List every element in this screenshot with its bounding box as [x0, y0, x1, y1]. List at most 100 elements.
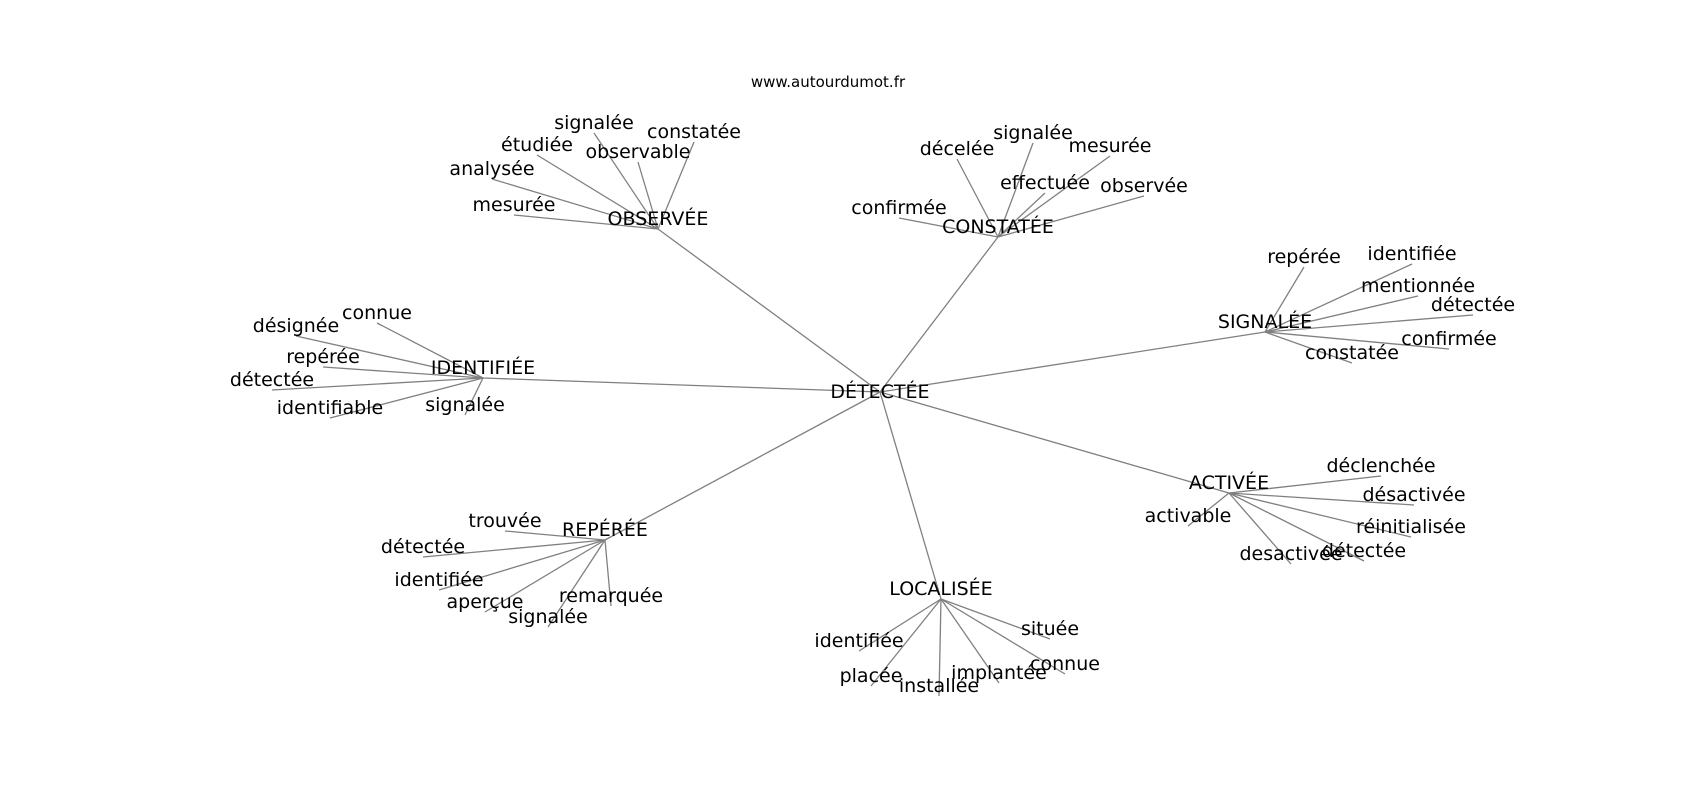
leaf-node: connue	[342, 302, 412, 324]
leaf-edge	[1264, 314, 1474, 333]
leaf-node: identifiable	[277, 397, 383, 419]
graph-edges	[271, 132, 1474, 697]
leaf-edge	[637, 161, 659, 230]
leaf-edge	[997, 192, 1046, 238]
leaf-node: placée	[840, 665, 903, 687]
leaf-node: détectée	[230, 369, 314, 391]
leaf-edge	[898, 217, 999, 238]
leaf-edge	[376, 322, 484, 379]
leaf-node: signalée	[554, 112, 634, 134]
leaf-node: confirmée	[851, 197, 946, 219]
leaf-edge	[604, 539, 612, 607]
hub-edge	[482, 377, 881, 393]
leaf-node: implantée	[951, 662, 1047, 684]
leaf-node: décelée	[920, 138, 995, 160]
leaf-edge	[1264, 266, 1305, 333]
leaf-node: désactivée	[1362, 484, 1465, 506]
leaf-node: analysée	[449, 158, 534, 180]
leaf-edge	[422, 539, 606, 558]
leaf-node: identifiée	[394, 569, 483, 591]
leaf-edge	[1264, 295, 1419, 333]
leaf-node: située	[1021, 618, 1079, 640]
leaf-node: repérée	[286, 346, 360, 368]
leaf-node: repérée	[1267, 246, 1341, 268]
leaf-node: confirmée	[1401, 328, 1496, 350]
leaf-node: identifiée	[1367, 243, 1456, 265]
hub-node: REPÉRÉE	[562, 518, 648, 541]
leaf-edge	[858, 598, 942, 652]
leaf-node: activable	[1145, 505, 1232, 527]
hub-node: ACTIVÉE	[1189, 471, 1269, 494]
leaf-node: signalée	[425, 394, 505, 416]
leaf-edge	[438, 539, 606, 591]
leaf-edge	[491, 178, 659, 230]
leaf-node: constatée	[1305, 342, 1399, 364]
hub-edge	[879, 391, 1230, 494]
hub-edge	[879, 391, 942, 600]
leaf-edge	[657, 141, 695, 230]
leaf-edge	[997, 195, 1145, 238]
leaf-edge	[1187, 492, 1230, 527]
leaf-edge	[536, 154, 659, 230]
leaf-edge	[593, 132, 659, 230]
leaf-node: déclenchée	[1326, 455, 1435, 477]
site-url: www.autourdumot.fr	[751, 73, 906, 91]
leaf-edge	[295, 335, 484, 379]
hub-edge	[879, 236, 999, 393]
hub-node: LOCALISÉE	[889, 577, 992, 600]
leaf-node: étudiée	[501, 134, 573, 156]
leaf-node: détectée	[1322, 540, 1406, 562]
leaf-edge	[997, 142, 1034, 238]
leaf-node: aperçue	[447, 591, 524, 613]
leaf-node: desactivée	[1239, 543, 1342, 565]
leaf-edge	[1228, 492, 1292, 565]
leaf-node: mesurée	[473, 194, 556, 216]
leaf-edge	[997, 155, 1111, 238]
hub-node: OBSERVÉE	[608, 207, 709, 230]
leaf-node: connue	[1030, 653, 1100, 675]
leaf-edge	[322, 366, 484, 379]
hub-node: CONSTATÉE	[942, 215, 1054, 238]
leaf-edge	[1264, 331, 1353, 364]
leaf-node: réinitialisée	[1356, 516, 1466, 538]
leaf-edge	[1228, 492, 1415, 506]
leaf-edge	[464, 377, 484, 416]
hub-edge	[604, 391, 881, 541]
hub-edge	[879, 331, 1266, 393]
leaf-node: identifiée	[814, 630, 903, 652]
hub-node: SIGNALÉE	[1218, 310, 1312, 333]
leaf-edge	[547, 539, 606, 628]
leaf-node: installée	[899, 675, 979, 697]
leaf-edge	[504, 530, 606, 541]
leaf-edge	[940, 598, 1066, 675]
leaf-node: signalée	[993, 122, 1073, 144]
leaf-edge	[484, 539, 606, 613]
leaf-edge	[938, 598, 942, 697]
leaf-node: constatée	[647, 121, 741, 143]
leaf-edge	[870, 598, 942, 687]
leaf-node: désignée	[253, 315, 339, 337]
leaf-node: effectuée	[1000, 172, 1090, 194]
leaf-node: observée	[1100, 175, 1188, 197]
leaf-edge	[513, 214, 659, 230]
leaf-edge	[940, 598, 1051, 640]
leaf-node: trouvée	[468, 510, 541, 532]
leaf-node: observable	[585, 141, 690, 163]
leaf-edge	[956, 158, 999, 238]
leaf-edge	[1264, 331, 1450, 350]
leaf-node: remarquée	[559, 585, 663, 607]
hub-edge	[657, 228, 881, 393]
leaf-edge	[1228, 492, 1412, 538]
leaf-edge	[1264, 263, 1413, 333]
leaf-node: détectée	[1431, 294, 1515, 316]
leaf-edge	[329, 377, 484, 419]
hub-node: IDENTIFIÉE	[431, 356, 535, 379]
leaf-node: signalée	[508, 606, 588, 628]
leaf-edge	[1228, 492, 1365, 562]
center-node: DÉTECTÉE	[830, 380, 929, 403]
leaf-edge	[1228, 475, 1382, 494]
leaf-node: mesurée	[1069, 135, 1152, 157]
leaf-node: détectée	[381, 536, 465, 558]
leaf-node: mentionnée	[1361, 275, 1475, 297]
